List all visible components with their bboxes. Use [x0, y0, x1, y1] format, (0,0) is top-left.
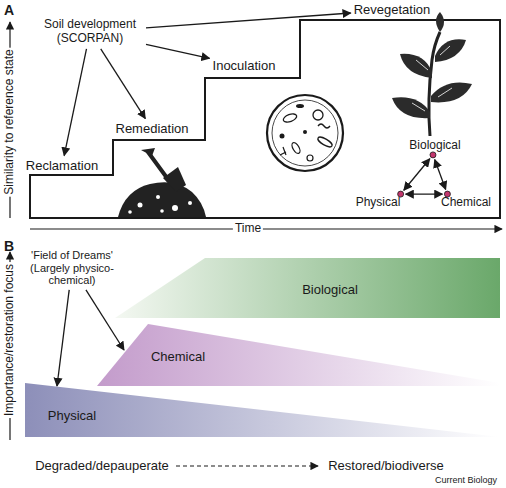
band-fill [97, 324, 500, 386]
panel-letter: A [2, 2, 16, 18]
microbe [307, 155, 313, 161]
connector-arrow [86, 290, 124, 350]
petri-dish-icon [267, 95, 343, 171]
microbe [303, 130, 307, 134]
microbe [317, 135, 334, 148]
x-axis-arrow [30, 228, 502, 229]
soil-stone [156, 195, 160, 199]
soil-stone [128, 210, 132, 214]
shovel-icon [118, 148, 206, 217]
connector-arrow [435, 160, 446, 190]
node-text: Chemical [151, 349, 205, 364]
stage-label: Revegetation [354, 3, 431, 18]
node-text: Inoculation [213, 59, 276, 74]
dish-inner [272, 100, 338, 166]
driver-label: Soil development (SCORPAN) [37, 18, 143, 46]
importance-band: Physical [25, 383, 500, 437]
node-text: Biological [302, 282, 358, 297]
axis-title: Similarity to reference state [3, 47, 17, 196]
connector-arrow [64, 49, 86, 156]
node-text: Chemical [441, 196, 491, 210]
node-text: Revegetation [354, 3, 431, 18]
triangle-vertex: Physical [356, 196, 401, 210]
leaf-vein [412, 46, 452, 111]
stage-label: Reclamation [26, 159, 98, 174]
triangle-vertex: Chemical [441, 196, 491, 210]
axis-end-label: Degraded/depauperate [33, 459, 171, 474]
microbe [290, 141, 301, 154]
band-shape [25, 383, 500, 437]
plant-stem [429, 32, 440, 136]
soil-stone [138, 203, 143, 208]
microbe [280, 147, 286, 155]
connector-arrow [146, 44, 210, 58]
journal-credit: Current Biology [433, 475, 499, 485]
microbe [280, 134, 285, 139]
plant-icon [392, 12, 472, 136]
band-fill [25, 383, 500, 437]
axis-end-label: Restored/biodiverse [326, 459, 446, 474]
node-text: Physical [48, 408, 96, 423]
microbe [296, 104, 304, 108]
connector-arrow [146, 13, 351, 28]
dish-rim [267, 95, 343, 171]
soil-stone [160, 209, 164, 213]
leaf [431, 83, 472, 103]
band-fill [115, 258, 500, 318]
staircase-outline [30, 20, 500, 218]
node-text: Biological [409, 139, 460, 153]
leaf [435, 39, 466, 62]
node-text: Soil development (SCORPAN) [37, 18, 143, 46]
connector-arrow [404, 159, 430, 190]
shovel-blade [163, 167, 186, 192]
leaf [392, 97, 430, 118]
gradient-arrow [176, 465, 318, 466]
node-text: 'Field of Dreams' [22, 249, 122, 262]
node-text: Remediation [116, 122, 189, 137]
soil-stone [172, 205, 178, 211]
connector-arrow [101, 49, 146, 119]
importance-band: Chemical [97, 324, 500, 386]
spiral-microbe [318, 124, 330, 128]
microbe [282, 112, 298, 123]
panel-letter: B [2, 238, 16, 254]
leaf [400, 54, 432, 78]
vertex-dot [430, 152, 436, 158]
importance-band: Biological [115, 258, 500, 318]
node-text: Reclamation [26, 159, 98, 174]
node-text: Physical [356, 196, 401, 210]
connector-arrow [406, 193, 443, 194]
shovel-grip [141, 148, 155, 156]
axis-title: Time [233, 222, 263, 236]
leaf [436, 12, 444, 32]
stage-label: Remediation [116, 122, 189, 137]
connector-arrow [57, 290, 69, 386]
axis-title: Importance/restoration focus [3, 262, 17, 418]
microbe [313, 110, 323, 120]
soil-pile [118, 182, 206, 217]
stage-label: Inoculation [213, 59, 276, 74]
triangle-vertex: Biological [409, 139, 460, 153]
node-subtext: (Largely physico-chemical) [22, 262, 122, 287]
callout-label: 'Field of Dreams'(Largely physico-chemic… [22, 249, 122, 287]
soil-stone [188, 201, 192, 205]
